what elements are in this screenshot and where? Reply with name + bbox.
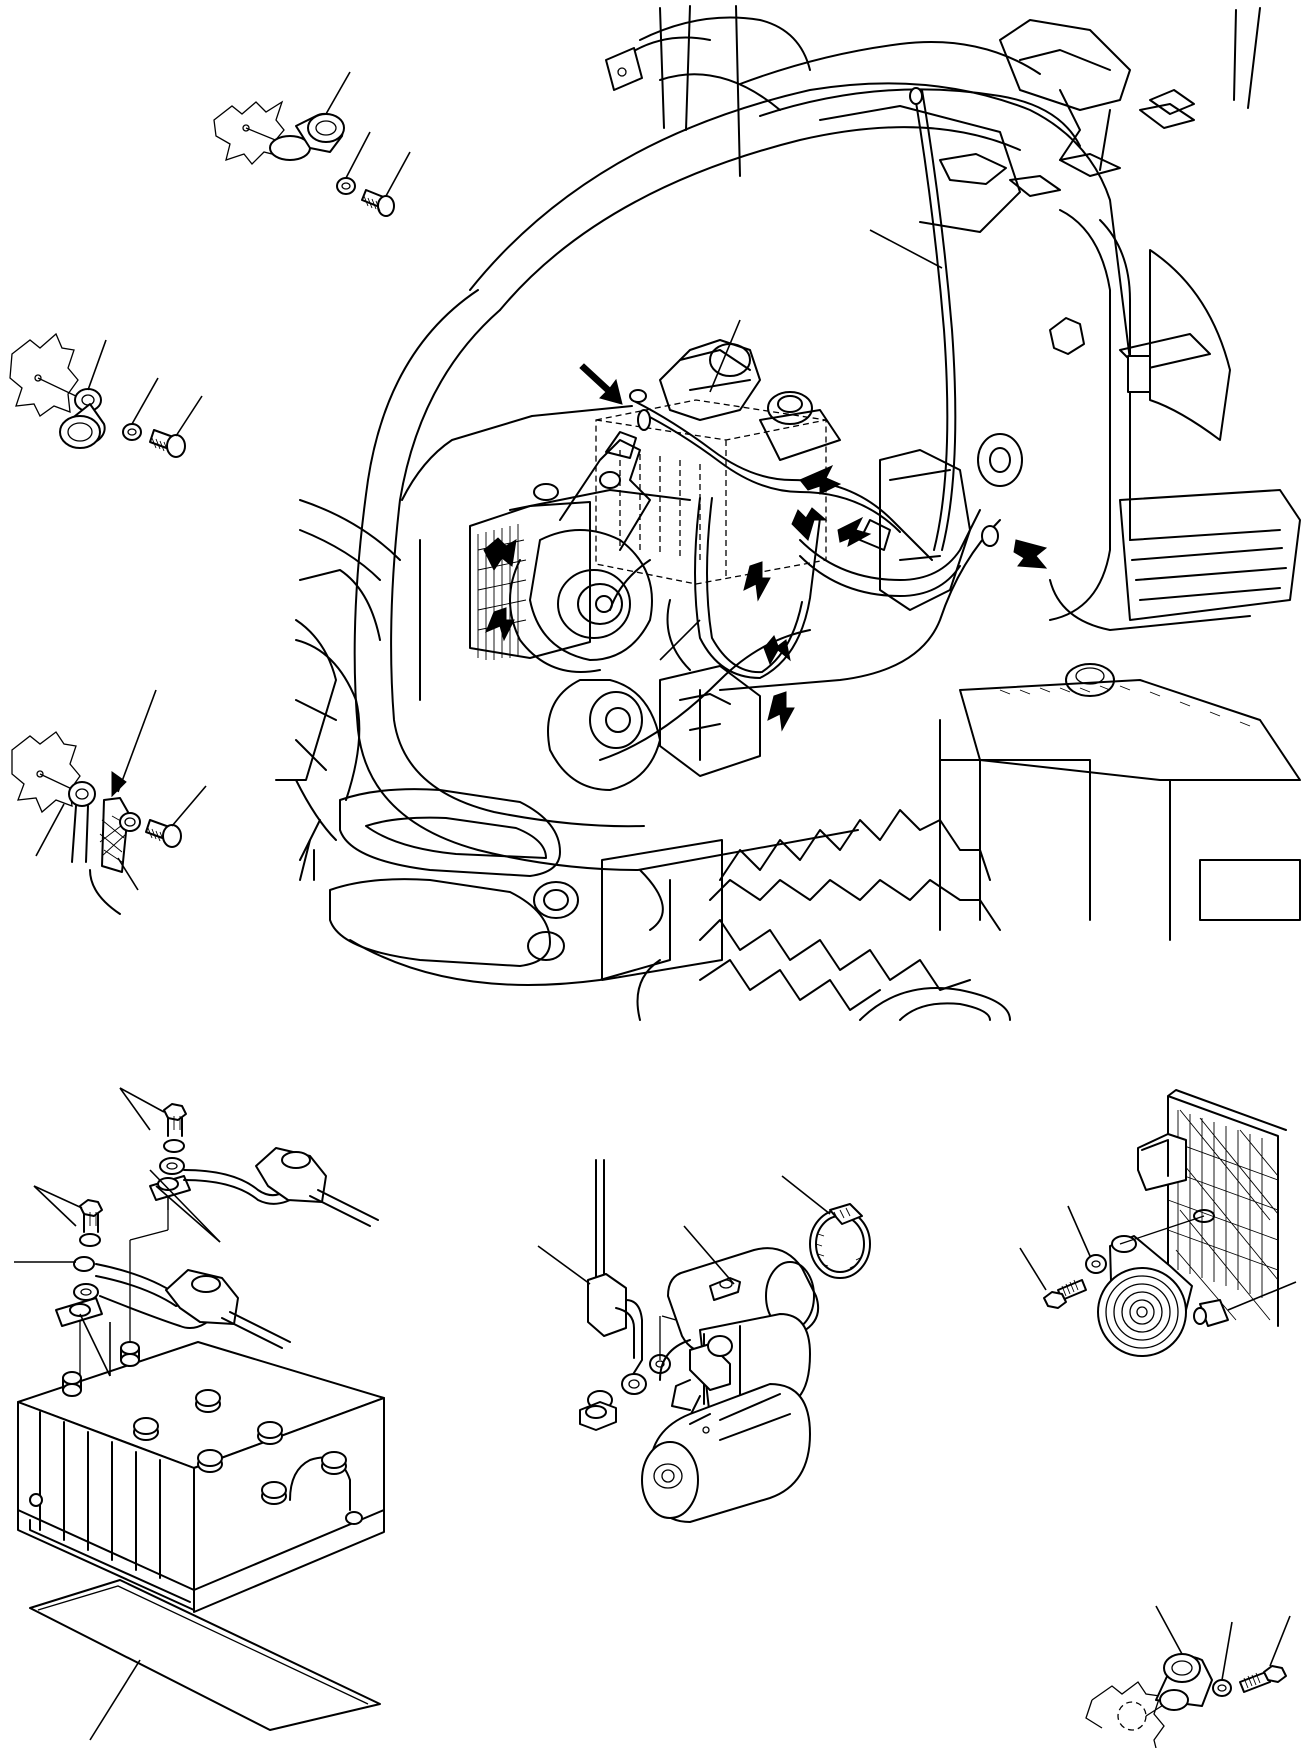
detail-ground-strap <box>11 689 207 915</box>
machine-overview <box>275 5 1301 1021</box>
detail-grommet-top <box>213 71 411 217</box>
detail-starter <box>537 1159 871 1523</box>
detail-grommet-bottom <box>1085 1605 1291 1748</box>
detail-battery <box>14 1087 385 1741</box>
detail-horn <box>1019 1089 1297 1357</box>
detail-grommet-left <box>9 332 203 458</box>
